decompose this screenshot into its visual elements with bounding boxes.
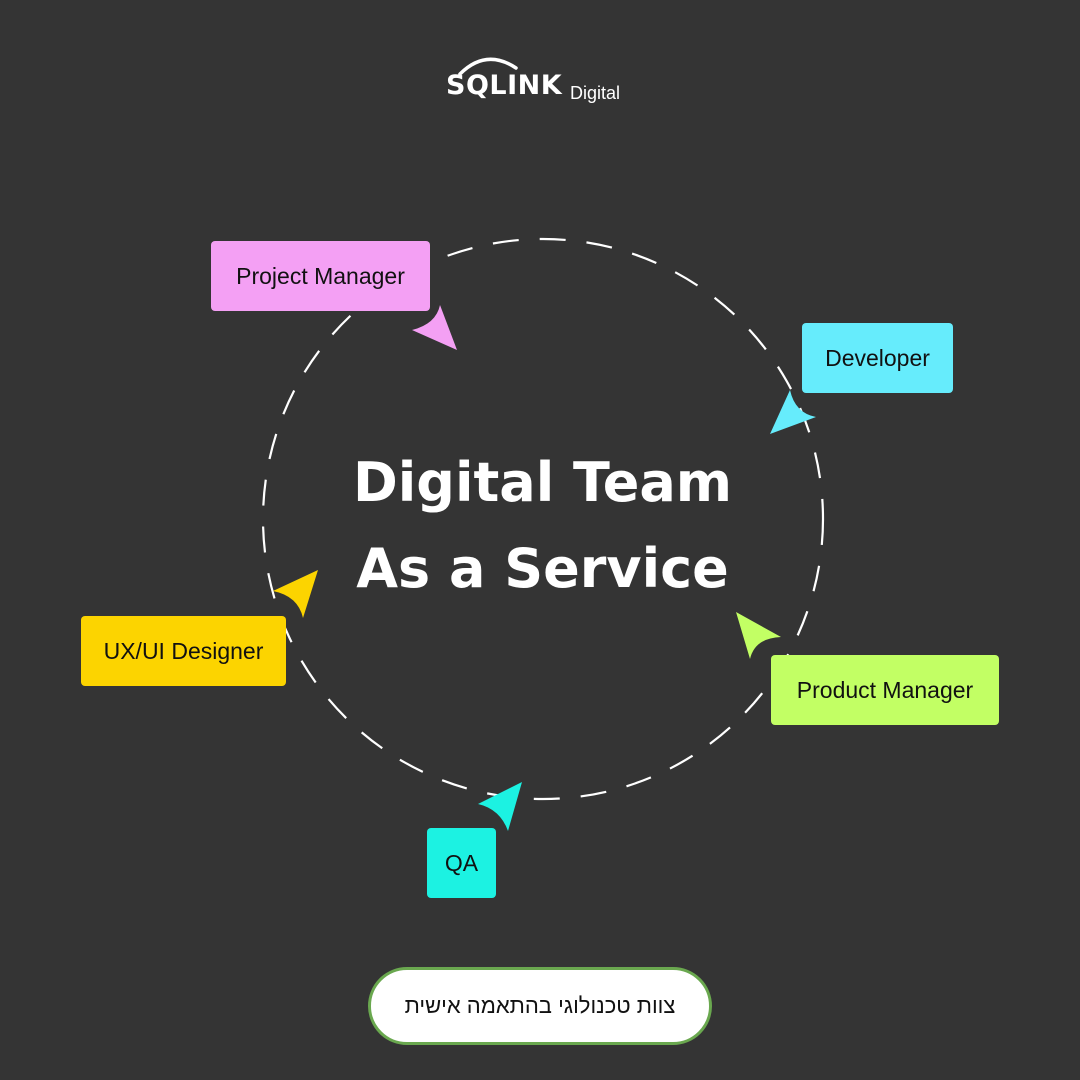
developer-arrow-icon (770, 390, 816, 434)
center-title-line-1: Digital Team (352, 451, 733, 514)
role-label-product-manager: Product Manager (796, 676, 974, 703)
role-box-project-manager: Project Manager (211, 241, 430, 311)
role-label-project-manager: Project Manager (236, 262, 405, 289)
role-label-ux-ui-designer: UX/UI Designer (103, 637, 264, 664)
product-manager-arrow-icon (736, 612, 781, 659)
center-title-line-2: As a Service (356, 537, 729, 600)
sqlink-logo: SQLINK Digital (446, 54, 636, 110)
ux-designer-arrow-icon (273, 570, 318, 618)
footer-pill-button[interactable]: צוות טכנולוגי בהתאמה אישית (368, 967, 712, 1045)
dashed-cycle-circle (261, 237, 825, 801)
center-title: Digital Team As a Service (290, 440, 795, 612)
qa-arrow-icon (478, 782, 522, 831)
logo-arc-icon (458, 57, 518, 76)
footer-pill-label: צוות טכנולוגי בהתאמה אישית (404, 993, 676, 1018)
project-manager-arrow-icon (412, 305, 457, 350)
logo-wordmark: SQLINK (446, 70, 563, 101)
role-box-ux-ui-designer: UX/UI Designer (81, 616, 286, 686)
role-box-product-manager: Product Manager (771, 655, 999, 725)
role-label-developer: Developer (825, 344, 930, 371)
role-box-developer: Developer (802, 323, 953, 393)
logo-subtitle: Digital (570, 83, 621, 103)
role-box-qa: QA (427, 828, 496, 898)
role-label-qa: QA (444, 849, 479, 876)
